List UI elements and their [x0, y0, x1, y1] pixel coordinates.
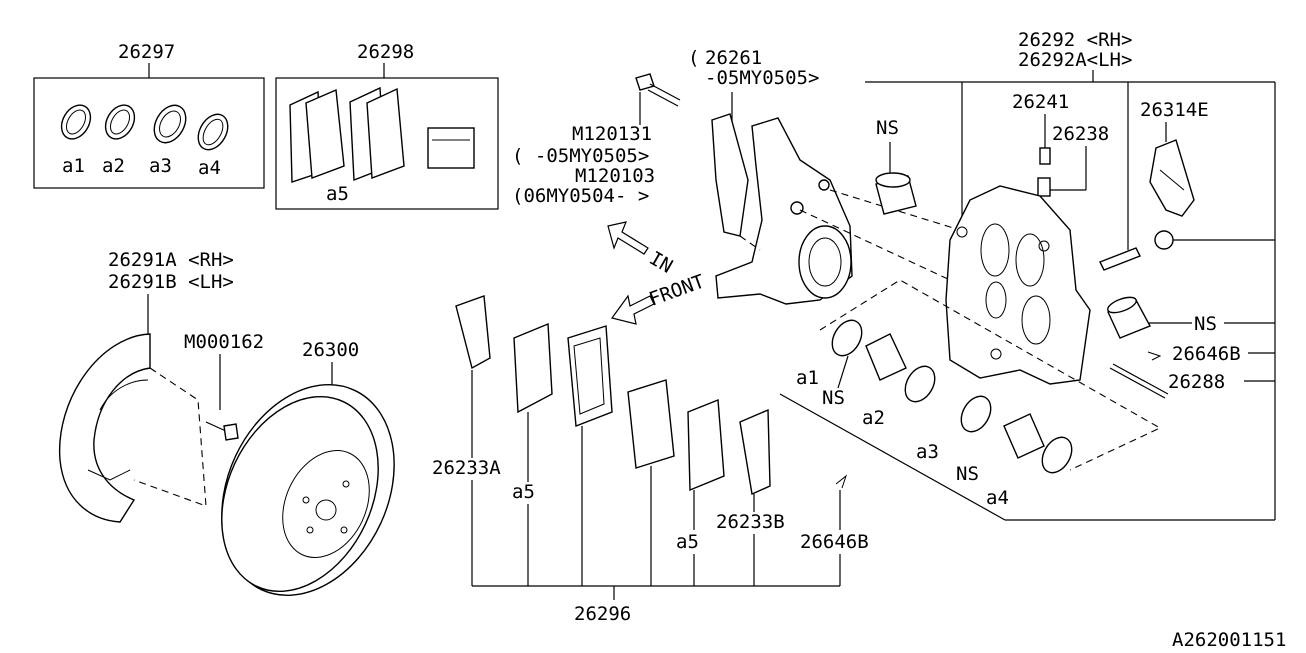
caliper-label-a4: a4: [986, 487, 1009, 509]
steering-knuckle-icon: [711, 113, 853, 305]
bleeder-screw-icon: [1037, 147, 1051, 197]
note-m120131: ( -05MY0505>: [512, 145, 649, 167]
ns-label-top: NS: [876, 117, 899, 139]
part-number-26291A: 26291A <RH>: [108, 249, 234, 271]
ns-label-right: NS: [1194, 313, 1217, 335]
part-number-m120131: M120131: [572, 123, 652, 145]
ns-label-a1: NS: [822, 387, 845, 409]
part-number-26261: 26261: [705, 47, 762, 69]
kit-label-a3: a3: [149, 155, 172, 177]
seal-kit-26297: a1 a2 a3 a4: [33, 63, 265, 189]
note-m120103: (06MY0504- >: [512, 185, 649, 207]
label-a5-right: a5: [676, 531, 699, 553]
in-direction-arrow-icon: [607, 221, 649, 255]
part-number-26233A: 26233A: [432, 457, 501, 479]
in-label: IN: [646, 247, 677, 277]
part-number-m000162: M000162: [184, 331, 264, 353]
part-number-26646B-bottom: 26646B: [800, 531, 869, 553]
caliper-seal-icon: [831, 319, 1073, 474]
part-number-26296: 26296: [574, 603, 631, 625]
part-number-26646B-right: 26646B: [1172, 343, 1241, 365]
brake-pad-icon: [289, 86, 475, 183]
part-number-26297: 26297: [118, 41, 175, 63]
caliper-label-a2: a2: [862, 407, 885, 429]
caliper-body-icon: [945, 185, 1091, 385]
pad-set-26296-icon: [455, 295, 771, 496]
bolt-m000162-icon: [205, 421, 239, 441]
ns-label-a3: NS: [956, 463, 979, 485]
label-a5-left: a5: [512, 481, 535, 503]
front-direction-arrow-icon: [610, 294, 655, 325]
reference-code: A262001151: [1172, 629, 1286, 651]
seal-ring-icon: [60, 104, 229, 151]
part-number-26298: 26298: [357, 41, 414, 63]
kit-label-a2: a2: [102, 155, 125, 177]
brake-rotor-icon: [221, 384, 395, 596]
part-number-m120103: M120103: [575, 165, 655, 187]
kit-label-a5: a5: [326, 183, 349, 205]
part-number-26292A: 26292A<LH>: [1018, 49, 1132, 71]
pad-pin-icon: [1099, 230, 1174, 271]
pad-spring-icon: [1149, 139, 1195, 217]
pin-26288-icon: [1109, 363, 1169, 399]
caliper-label-a1: a1: [796, 367, 819, 389]
kit-label-a4: a4: [198, 157, 221, 179]
paren-26261: (: [688, 47, 699, 69]
part-number-26300: 26300: [302, 339, 359, 361]
kit-label-a1: a1: [62, 155, 85, 177]
part-number-26233B: 26233B: [716, 511, 785, 533]
part-number-26288: 26288: [1168, 371, 1225, 393]
caliper-label-a3: a3: [916, 441, 939, 463]
part-number-26238: 26238: [1052, 123, 1109, 145]
part-number-26292: 26292 <RH>: [1018, 29, 1132, 51]
front-label: FRONT: [646, 270, 707, 310]
part-number-26314E: 26314E: [1140, 99, 1209, 121]
piston-icon: [875, 172, 917, 215]
note-26261: -05MY0505>: [705, 67, 819, 89]
part-number-26291B: 26291B <LH>: [108, 271, 234, 293]
pad-kit-26298: a5: [275, 63, 499, 210]
piston-right-icon: [1107, 296, 1151, 339]
part-number-26241: 26241: [1012, 91, 1069, 113]
pad-set-leader-lines: [471, 370, 841, 600]
bolt-m120131-icon: [635, 73, 681, 107]
dust-shield-icon: [58, 333, 151, 523]
